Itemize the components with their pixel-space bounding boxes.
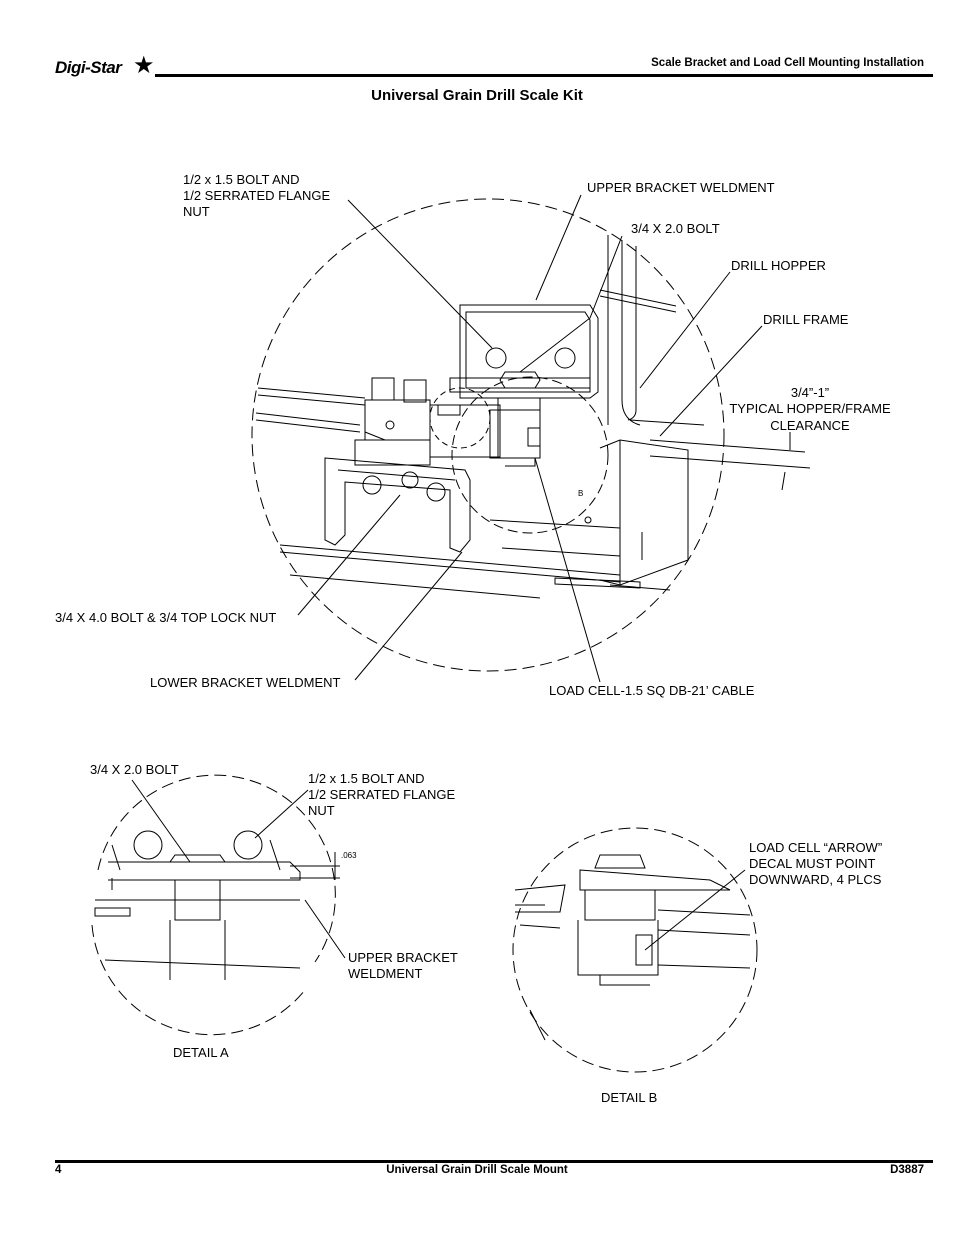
hydraulic-fittings bbox=[364, 377, 541, 459]
digi-star-logo: Digi-Star bbox=[55, 58, 122, 77]
detail-a-caption: DETAIL A bbox=[173, 1045, 229, 1060]
document-title: Universal Grain Drill Scale Kit bbox=[371, 87, 583, 104]
detail-b-leader-line bbox=[644, 869, 746, 951]
footer-rule bbox=[55, 1160, 933, 1163]
detail-b-decal-line-3: DOWNWARD, 4 PLCS bbox=[749, 872, 882, 887]
detail-a-parts bbox=[94, 830, 340, 980]
detail-a-bolt-nut-line-3: NUT bbox=[308, 803, 335, 818]
detail-b-decal-line-1: LOAD CELL “ARROW” bbox=[749, 840, 883, 855]
clearance-label-line-2: TYPICAL HOPPER/FRAME bbox=[729, 401, 891, 416]
drill-hopper-label: DRILL HOPPER bbox=[731, 258, 826, 273]
detail-a-bolt-label: 3/4 X 2.0 BOLT bbox=[90, 762, 179, 777]
frame-mounting-plate bbox=[489, 439, 689, 589]
detail-b-decal-line-2: DECAL MUST POINT bbox=[749, 856, 876, 871]
detail-a-upper-line-1: UPPER BRACKET bbox=[348, 950, 458, 965]
detail-a-bolt-nut-line-2: 1/2 SERRATED FLANGE bbox=[308, 787, 456, 802]
lower-bracket bbox=[324, 439, 471, 553]
bolt-40-label: 3/4 X 4.0 BOLT & 3/4 TOP LOCK NUT bbox=[55, 610, 277, 625]
detail-a-bolt-nut-line-1: 1/2 x 1.5 BOLT AND bbox=[308, 771, 425, 786]
page-number: 4 bbox=[55, 1164, 62, 1176]
clearance-label-line-1: 3/4”-1” bbox=[790, 385, 830, 400]
drill-frame-rails bbox=[255, 289, 705, 599]
main-view-boundary bbox=[251, 198, 725, 672]
detail-a-upper-line-2: WELDMENT bbox=[348, 966, 423, 981]
document-number: D3887 bbox=[890, 1164, 924, 1176]
detail-b-caption: DETAIL B bbox=[601, 1090, 658, 1105]
footer-title: Universal Grain Drill Scale Mount bbox=[386, 1164, 568, 1176]
upper-bracket bbox=[449, 304, 599, 399]
clearance-label-line-3: CLEARANCE bbox=[770, 418, 850, 433]
clearance-dimension bbox=[649, 432, 811, 491]
main-leader-lines bbox=[297, 194, 763, 683]
load-cell-label: LOAD CELL-1.5 SQ DB-21’ CABLE bbox=[549, 683, 755, 698]
detail-b-parts bbox=[514, 854, 751, 1041]
detail-b-marker-circle bbox=[451, 376, 609, 534]
detail-a-boundary bbox=[97, 774, 336, 963]
detail-a-leader-lines bbox=[131, 779, 346, 959]
star-icon: ★ bbox=[133, 52, 155, 79]
bolt-nut-label-line-1: 1/2 x 1.5 BOLT AND bbox=[183, 172, 300, 187]
lower-bracket-label: LOWER BRACKET WELDMENT bbox=[150, 675, 341, 690]
section-title: Scale Bracket and Load Cell Mounting Ins… bbox=[651, 57, 924, 69]
upper-bracket-label: UPPER BRACKET WELDMENT bbox=[587, 180, 775, 195]
drill-frame-label: DRILL FRAME bbox=[763, 312, 849, 327]
header-rule bbox=[155, 74, 933, 77]
detail-a-gap-dimension: .063 bbox=[341, 851, 357, 860]
bolt-nut-label-line-2: 1/2 SERRATED FLANGE bbox=[183, 188, 331, 203]
detail-b-marker: B bbox=[578, 489, 584, 498]
drill-hopper bbox=[607, 235, 641, 426]
load-cell-block bbox=[497, 397, 541, 467]
bolt-34-label: 3/4 X 2.0 BOLT bbox=[631, 221, 720, 236]
bolt-nut-label-line-3: NUT bbox=[183, 204, 210, 219]
detail-b-boundary bbox=[512, 827, 758, 1073]
